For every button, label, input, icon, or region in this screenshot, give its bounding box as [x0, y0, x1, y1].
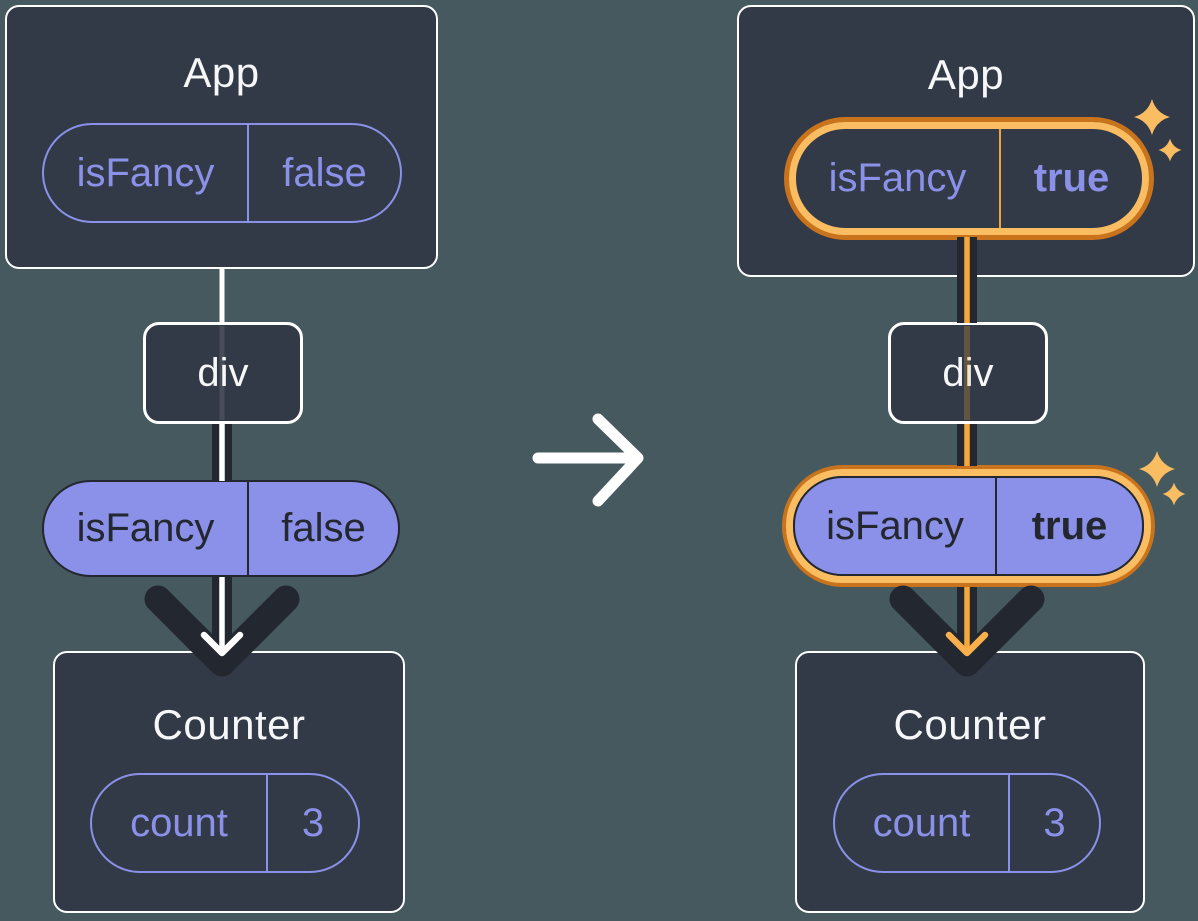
app-title: App	[183, 49, 260, 96]
state-value: 3	[1008, 775, 1099, 871]
div-label: div	[942, 350, 994, 395]
state-pill-counter-before: count 3	[90, 773, 360, 873]
transition-arrow-head	[592, 413, 644, 507]
div-node-after: div	[888, 322, 1048, 424]
arrow-right-icon	[532, 413, 644, 507]
prop-pill-app-before: isFancy false	[42, 123, 402, 223]
sparkle-large	[1139, 451, 1175, 487]
counter-card-after: Counter count 3	[795, 651, 1145, 913]
counter-title: Counter	[893, 701, 1047, 748]
app-card-after: App isFancy true	[737, 5, 1195, 277]
prop-name: isFancy	[828, 156, 967, 200]
prop-value: true	[999, 129, 1142, 228]
prop-value: false	[247, 125, 400, 221]
counter-title: Counter	[152, 701, 306, 748]
prop-name: isFancy	[76, 150, 215, 195]
app-card-before: App isFancy false	[5, 5, 438, 269]
prop-pill-app-after: isFancy true	[789, 122, 1149, 235]
passed-prop-pill-after-highlight: isFancy true	[782, 465, 1155, 587]
prop-pill-app-after-highlight: isFancy true	[784, 117, 1154, 240]
prop-flow-after	[889, 237, 1045, 677]
counter-card-before: Counter count 3	[53, 651, 405, 913]
div-label: div	[197, 350, 249, 395]
prop-name: isFancy	[76, 506, 215, 550]
prop-name: isFancy	[826, 503, 964, 548]
state-name: count	[130, 800, 228, 845]
prop-value: false	[247, 482, 398, 575]
passed-prop-pill-after: isFancy true	[786, 469, 1151, 583]
state-pill-counter-after: count 3	[833, 773, 1101, 873]
state-name: count	[872, 800, 971, 845]
state-value: 3	[266, 775, 358, 871]
div-node-before: div	[143, 322, 303, 424]
passed-prop-pill-before: isFancy false	[42, 480, 400, 577]
prop-value: true	[995, 478, 1142, 574]
app-title: App	[927, 51, 1005, 98]
sparkle-small	[1162, 482, 1186, 506]
passed-prop-pill-core: isFancy true	[793, 476, 1144, 576]
